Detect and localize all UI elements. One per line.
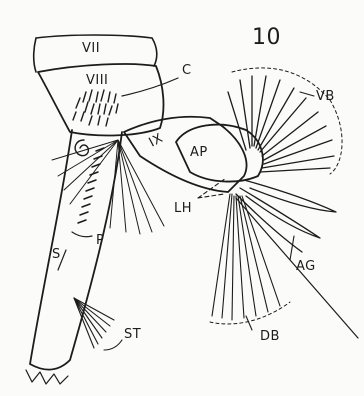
comb-scales	[73, 90, 118, 126]
label-siphon: S	[52, 247, 61, 262]
comb-pointer	[122, 78, 178, 96]
anal-gills-pointer	[290, 236, 294, 260]
label-anal-papillae: AP	[190, 145, 208, 160]
label-ventral-brush: VB	[316, 89, 335, 104]
label-lateral-hair: LH	[174, 201, 192, 216]
ventral-brush-pointer	[300, 92, 314, 96]
spiracle	[75, 140, 88, 156]
label-dorsal-brush: DB	[260, 329, 280, 344]
label-siphonal-tuft: ST	[124, 327, 141, 342]
label-segment-viii: VIII	[86, 73, 108, 88]
siphon-outline	[30, 130, 122, 370]
label-anal-gills: AG	[296, 259, 316, 274]
dorsal-brush-pointer	[246, 316, 252, 330]
label-pecten: P	[96, 233, 104, 248]
label-segment-ix: IX	[147, 131, 166, 151]
siphonal-tuft-pointer	[104, 340, 122, 350]
pecten-pointer	[72, 232, 92, 237]
siphon-tip	[26, 370, 68, 384]
pecten-teeth	[78, 148, 104, 223]
label-comb: C	[182, 63, 192, 78]
label-segment-vii: VII	[82, 41, 100, 56]
figure-number: 10	[252, 25, 281, 50]
